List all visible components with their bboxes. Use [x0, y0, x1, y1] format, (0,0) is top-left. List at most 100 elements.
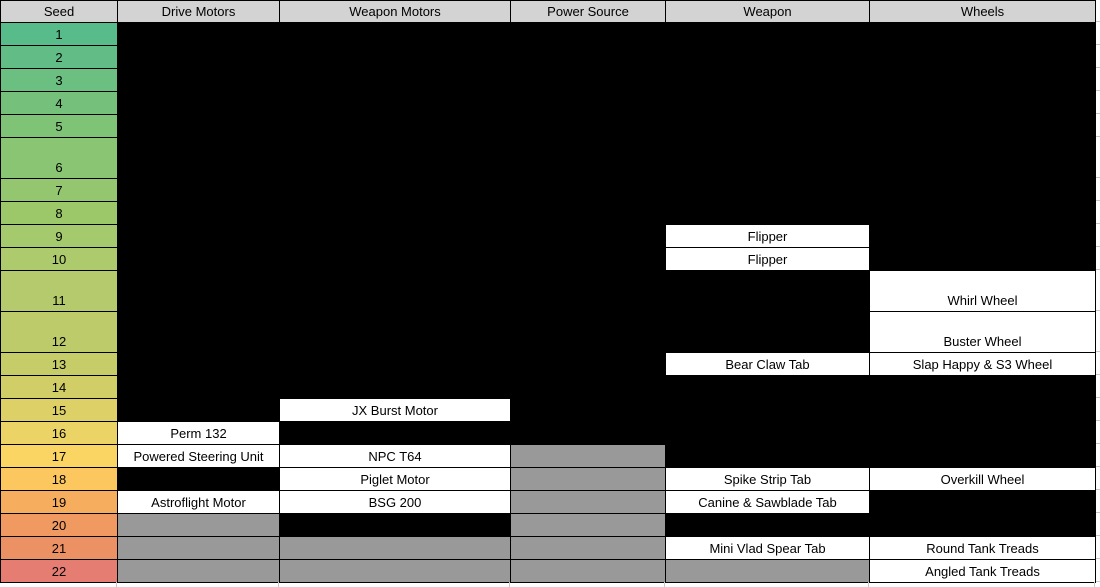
cell-weapon-motors[interactable]	[279, 559, 511, 583]
cell-power-source[interactable]	[510, 91, 666, 115]
cell-weapon-motors[interactable]: BSG 200	[279, 490, 511, 514]
cell-weapon[interactable]	[665, 375, 870, 399]
cell-drive-motors[interactable]	[117, 513, 280, 537]
seed-cell[interactable]: 15	[0, 398, 118, 422]
column-header-seed[interactable]: Seed	[0, 0, 118, 23]
cell-weapon-motors[interactable]: JX Burst Motor	[279, 398, 511, 422]
seed-cell[interactable]: 11	[0, 270, 118, 312]
cell-power-source[interactable]	[510, 490, 666, 514]
seed-cell[interactable]: 13	[0, 352, 118, 376]
cell-wheels[interactable]	[869, 201, 1096, 225]
cell-weapon[interactable]	[665, 311, 870, 353]
cell-drive-motors[interactable]	[117, 559, 280, 583]
cell-wheels[interactable]	[869, 224, 1096, 248]
cell-weapon[interactable]	[665, 91, 870, 115]
cell-power-source[interactable]	[510, 45, 666, 69]
cell-weapon-motors[interactable]	[279, 22, 511, 46]
seed-cell[interactable]: 2	[0, 45, 118, 69]
cell-power-source[interactable]	[510, 201, 666, 225]
cell-weapon[interactable]: Flipper	[665, 247, 870, 271]
cell-weapon-motors[interactable]	[279, 178, 511, 202]
cell-weapon-motors[interactable]	[279, 513, 511, 537]
seed-cell[interactable]: 16	[0, 421, 118, 445]
seed-cell[interactable]: 8	[0, 201, 118, 225]
cell-drive-motors[interactable]: Astroflight Motor	[117, 490, 280, 514]
seed-cell[interactable]: 7	[0, 178, 118, 202]
column-header-weapon-motors[interactable]: Weapon Motors	[279, 0, 511, 23]
seed-cell[interactable]: 5	[0, 114, 118, 138]
cell-weapon-motors[interactable]	[279, 247, 511, 271]
cell-power-source[interactable]	[510, 311, 666, 353]
cell-wheels[interactable]	[869, 137, 1096, 179]
cell-weapon-motors[interactable]	[279, 421, 511, 445]
cell-drive-motors[interactable]	[117, 398, 280, 422]
cell-weapon-motors[interactable]	[279, 536, 511, 560]
cell-wheels[interactable]	[869, 247, 1096, 271]
cell-weapon[interactable]: Spike Strip Tab	[665, 467, 870, 491]
cell-drive-motors[interactable]	[117, 137, 280, 179]
cell-weapon[interactable]	[665, 22, 870, 46]
cell-power-source[interactable]	[510, 398, 666, 422]
seed-cell[interactable]: 18	[0, 467, 118, 491]
cell-weapon-motors[interactable]: Piglet Motor	[279, 467, 511, 491]
cell-weapon[interactable]: Flipper	[665, 224, 870, 248]
cell-power-source[interactable]	[510, 352, 666, 376]
cell-weapon[interactable]	[665, 114, 870, 138]
cell-drive-motors[interactable]	[117, 247, 280, 271]
cell-weapon[interactable]	[665, 398, 870, 422]
seed-cell[interactable]: 19	[0, 490, 118, 514]
cell-power-source[interactable]	[510, 114, 666, 138]
seed-cell[interactable]: 6	[0, 137, 118, 179]
cell-weapon[interactable]	[665, 513, 870, 537]
cell-power-source[interactable]	[510, 536, 666, 560]
cell-wheels[interactable]	[869, 22, 1096, 46]
cell-wheels[interactable]: Slap Happy & S3 Wheel	[869, 352, 1096, 376]
cell-weapon-motors[interactable]	[279, 114, 511, 138]
cell-drive-motors[interactable]	[117, 91, 280, 115]
cell-power-source[interactable]	[510, 224, 666, 248]
cell-drive-motors[interactable]	[117, 224, 280, 248]
cell-drive-motors[interactable]	[117, 375, 280, 399]
cell-drive-motors[interactable]	[117, 68, 280, 92]
cell-weapon[interactable]	[665, 559, 870, 583]
cell-power-source[interactable]	[510, 421, 666, 445]
cell-power-source[interactable]	[510, 559, 666, 583]
cell-weapon[interactable]	[665, 45, 870, 69]
cell-weapon[interactable]	[665, 421, 870, 445]
column-header-power-source[interactable]: Power Source	[510, 0, 666, 23]
cell-power-source[interactable]	[510, 22, 666, 46]
cell-drive-motors[interactable]	[117, 178, 280, 202]
cell-weapon[interactable]	[665, 178, 870, 202]
seed-cell[interactable]: 10	[0, 247, 118, 271]
column-header-wheels[interactable]: Wheels	[869, 0, 1096, 23]
cell-weapon-motors[interactable]	[279, 201, 511, 225]
cell-weapon-motors[interactable]	[279, 311, 511, 353]
cell-weapon-motors[interactable]	[279, 224, 511, 248]
cell-weapon-motors[interactable]: NPC T64	[279, 444, 511, 468]
cell-wheels[interactable]: Buster Wheel	[869, 311, 1096, 353]
cell-drive-motors[interactable]	[117, 536, 280, 560]
cell-power-source[interactable]	[510, 375, 666, 399]
cell-power-source[interactable]	[510, 467, 666, 491]
seed-cell[interactable]: 1	[0, 22, 118, 46]
cell-weapon-motors[interactable]	[279, 352, 511, 376]
cell-power-source[interactable]	[510, 270, 666, 312]
cell-power-source[interactable]	[510, 178, 666, 202]
cell-power-source[interactable]	[510, 137, 666, 179]
cell-drive-motors[interactable]: Powered Steering Unit	[117, 444, 280, 468]
seed-cell[interactable]: 9	[0, 224, 118, 248]
cell-wheels[interactable]	[869, 45, 1096, 69]
cell-drive-motors[interactable]	[117, 467, 280, 491]
cell-weapon[interactable]	[665, 68, 870, 92]
cell-wheels[interactable]	[869, 513, 1096, 537]
cell-power-source[interactable]	[510, 247, 666, 271]
cell-drive-motors[interactable]	[117, 270, 280, 312]
cell-weapon[interactable]	[665, 270, 870, 312]
cell-weapon-motors[interactable]	[279, 91, 511, 115]
cell-drive-motors[interactable]	[117, 45, 280, 69]
seed-cell[interactable]: 17	[0, 444, 118, 468]
cell-wheels[interactable]	[869, 68, 1096, 92]
cell-wheels[interactable]	[869, 421, 1096, 445]
cell-wheels[interactable]: Round Tank Treads	[869, 536, 1096, 560]
seed-cell[interactable]: 4	[0, 91, 118, 115]
